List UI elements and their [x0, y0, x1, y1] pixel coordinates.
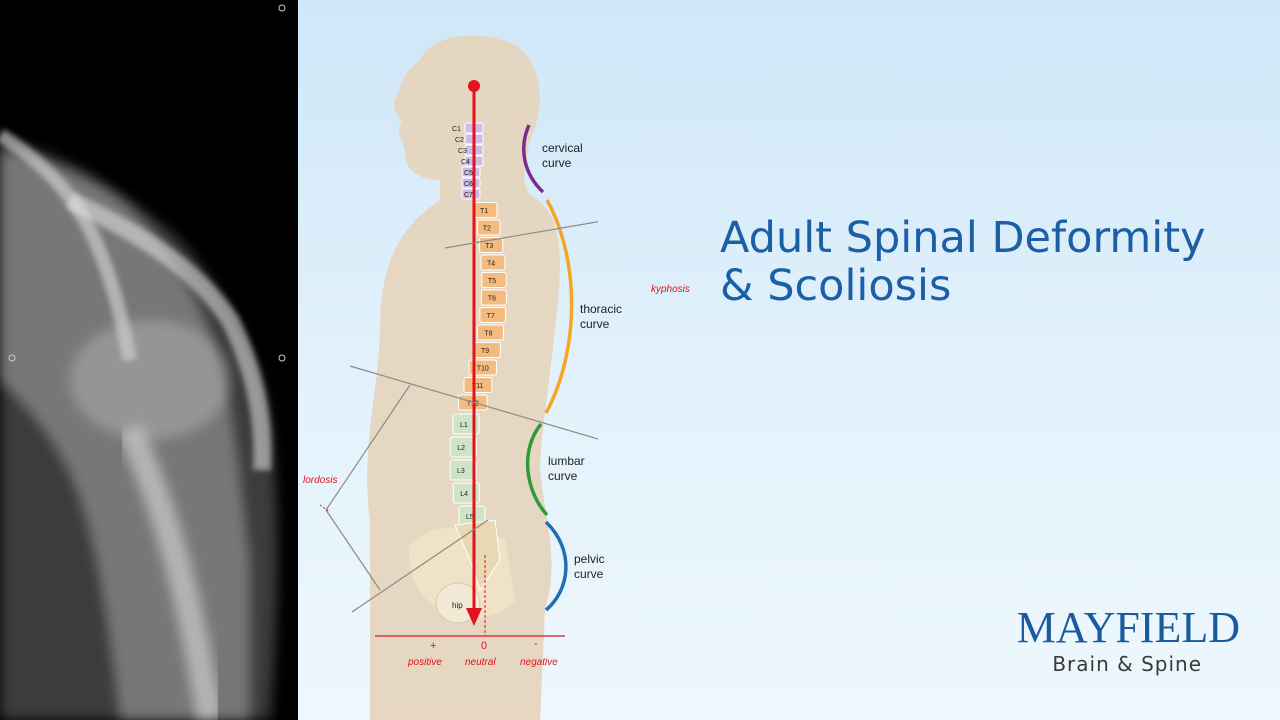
vertebra-label-l1: L1	[460, 422, 468, 429]
vertebra-label-l3: L3	[457, 468, 465, 475]
lordosis-label: lordosis	[303, 475, 338, 486]
vertebra-label-t4: T4	[487, 261, 495, 268]
vertebra-t11	[463, 377, 493, 393]
logo-tagline: Brain & Spine	[1052, 652, 1202, 676]
scale-positive: positive	[408, 657, 442, 668]
vertebra-label-t11: T11	[472, 383, 484, 390]
pelvic-curve-arc	[544, 520, 568, 612]
vertebra-label-c4: C4	[461, 159, 470, 166]
spine-diagram: hip C1C2C3C4C5C6C7T1T2T3T4T5T6T7T8T9T10T…	[319, 35, 598, 720]
vertebra-t5	[481, 272, 507, 288]
vertebra-label-l2: L2	[457, 445, 465, 452]
vertebra-label-c5: C5	[464, 170, 473, 177]
vertebra-t4	[480, 254, 506, 271]
vertebra-label-t2: T2	[483, 226, 491, 233]
vertebra-label-t6: T6	[488, 296, 496, 303]
scale-minus: -	[534, 638, 538, 650]
mayfield-logo: MAYFIELD Brain & Spine	[1000, 603, 1240, 677]
cervical-curve-label: cervical curve	[542, 141, 583, 170]
vertebra-label-t3: T3	[485, 243, 493, 250]
vertebra-t8	[476, 324, 504, 341]
vertebra-label-t7: T7	[487, 313, 495, 320]
title-line-1: Adult Spinal Deformity	[720, 213, 1206, 263]
scale-neutral: neutral	[465, 657, 496, 668]
vertebra-label-c1: C1	[452, 126, 461, 133]
xray-image	[0, 0, 298, 720]
hip-label: hip	[452, 601, 463, 610]
page-title: Adult Spinal Deformity & Scoliosis	[720, 214, 1206, 310]
vertebra-label-c2: C2	[455, 137, 464, 144]
logo-name: MAYFIELD	[1016, 603, 1240, 652]
pelvic-curve-label: pelvic curve	[574, 552, 605, 581]
vertebra-t6	[480, 289, 507, 306]
vertebra-t10	[468, 359, 497, 376]
vertebra-label-l5: L5	[466, 514, 474, 521]
vertebra-label-t5: T5	[488, 278, 496, 285]
kyphosis-label: kyphosis	[651, 284, 690, 295]
scale-zero: 0	[481, 640, 488, 652]
vertebra-label-t8: T8	[484, 331, 492, 338]
title-line-2: & Scoliosis	[720, 261, 952, 311]
scale-negative: negative	[520, 657, 558, 668]
vertebra-label-c6: C6	[464, 181, 473, 188]
vertebra-t7	[479, 307, 506, 323]
lumbar-curve-label: lumbar curve	[548, 454, 585, 483]
vertebra-label-l4: L4	[460, 491, 468, 498]
thoracic-curve-label: thoracic curve	[580, 302, 623, 331]
vertebra-label-t9: T9	[481, 348, 489, 355]
vertebra-label-c3: C3	[458, 148, 467, 155]
vertebra-label-t10: T10	[477, 366, 489, 373]
vertebra-label-t1: T1	[480, 208, 488, 215]
scale-plus: +	[430, 640, 437, 652]
vertebra-l2	[449, 436, 477, 458]
vertebra-label-c7: C7	[464, 192, 473, 199]
lumbar-curve-arc	[525, 422, 549, 517]
cervical-curve-arc	[521, 124, 545, 194]
vertebra-t2	[476, 219, 501, 236]
thoracic-curve-arc	[544, 199, 574, 414]
vertebra-l3	[449, 459, 477, 481]
